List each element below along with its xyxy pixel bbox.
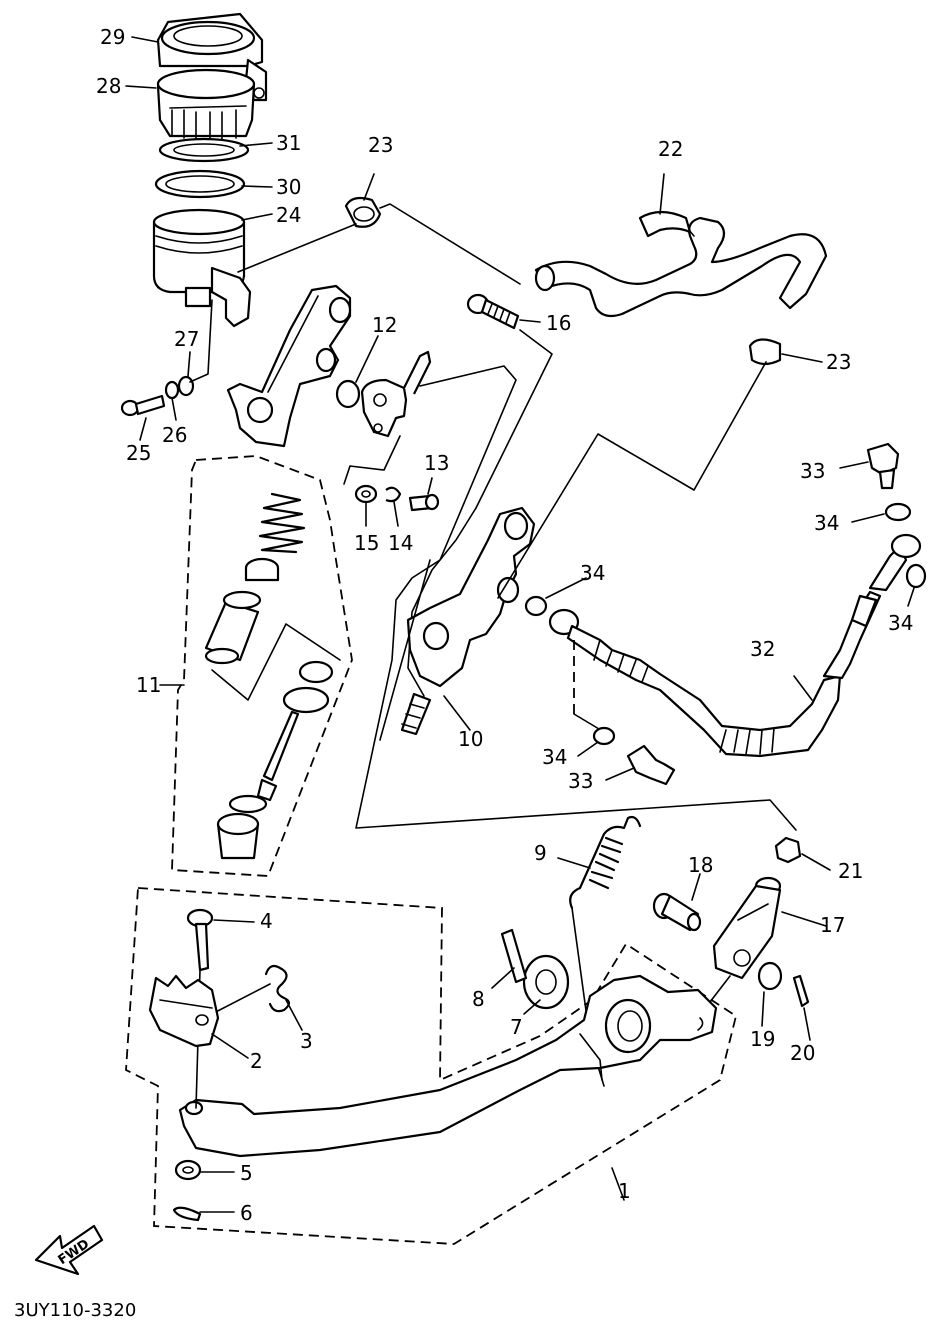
diagram-code: 3UY110-3320 (14, 1300, 136, 1321)
washer-34-c (905, 563, 927, 589)
return-spring-3 (207, 964, 291, 1017)
bolt-13 (408, 493, 440, 512)
cotter-pin-6 (172, 1206, 202, 1222)
callout-34-right-lower: 34 (888, 611, 913, 635)
callout-18: 18 (688, 853, 713, 877)
callout-1: 1 (618, 1179, 631, 1203)
washer-15 (354, 484, 378, 504)
brake-pedal-1 (178, 974, 718, 1158)
washer-34-d (592, 726, 616, 746)
callout-20: 20 (790, 1041, 815, 1065)
reservoir-cap-29 (156, 12, 268, 102)
washer-5 (174, 1159, 202, 1181)
callout-7: 7 (510, 1015, 523, 1039)
callout-34-cylinder: 34 (580, 561, 605, 585)
callout-31: 31 (276, 131, 301, 155)
callout-19: 19 (750, 1027, 775, 1051)
callout-10: 10 (458, 727, 483, 751)
callout-16: 16 (546, 311, 571, 335)
callout-28: 28 (96, 74, 121, 98)
repair-kit-11-box (171, 455, 353, 877)
washer-27 (177, 375, 195, 397)
nut-21 (774, 836, 802, 864)
washer-19 (757, 961, 783, 991)
callout-33-upper: 33 (800, 459, 825, 483)
cotter-pin-8 (500, 928, 528, 984)
pedal-tip-2 (148, 974, 220, 1048)
master-cylinder-10 (400, 506, 536, 736)
callout-4: 4 (260, 909, 273, 933)
callout-34-right-upper: 34 (814, 511, 839, 535)
callout-29: 29 (100, 25, 125, 49)
kit-11-cup (244, 557, 280, 582)
callout-33-lower: 33 (568, 769, 593, 793)
callout-26: 26 (162, 423, 187, 447)
callout-25: 25 (126, 441, 151, 465)
banjo-bolt-33-a (866, 442, 900, 490)
callout-6: 6 (240, 1201, 253, 1225)
pivot-bolt-18 (652, 892, 702, 932)
pivot-pin-4 (186, 908, 214, 972)
master-cylinder-upper-body (226, 284, 352, 448)
callout-2: 2 (250, 1049, 263, 1073)
reservoir-tank-24 (152, 208, 252, 328)
callout-15: 15 (354, 531, 379, 555)
fwd-arrow-icon: FWD (34, 1224, 104, 1276)
bolt-25 (120, 394, 166, 417)
callout-23-upper: 23 (368, 133, 393, 157)
reservoir-ring-30 (154, 169, 246, 199)
callout-23-lower: 23 (826, 350, 851, 374)
cotter-pin-20 (792, 974, 810, 1008)
callout-17: 17 (820, 913, 845, 937)
callout-11: 11 (136, 673, 161, 697)
diaphragm-plate-31 (158, 137, 250, 163)
kit-11-spring (258, 492, 306, 554)
washer-34-a (524, 595, 548, 617)
callout-13: 13 (424, 451, 449, 475)
banjo-bolt-33-b (626, 744, 676, 786)
kit-11-pushrod (256, 686, 330, 802)
callout-21: 21 (838, 859, 863, 883)
clip-14 (385, 486, 402, 503)
o-ring-12 (335, 379, 361, 409)
callout-12: 12 (372, 313, 397, 337)
washer-34-b (884, 502, 912, 522)
clevis-17 (712, 876, 782, 980)
hose-22 (534, 210, 828, 318)
hose-clamp-23-upper (344, 196, 382, 228)
callout-3: 3 (300, 1029, 313, 1053)
callout-8: 8 (472, 987, 485, 1011)
hose-joint-fitting (360, 350, 432, 438)
brake-hose-32 (566, 533, 922, 758)
pedal-assembly-box (125, 887, 738, 1245)
callout-14: 14 (388, 531, 413, 555)
washer-7 (522, 954, 570, 1010)
kit-11-piston (204, 590, 262, 665)
callout-32: 32 (750, 637, 775, 661)
kit-11-boot (216, 794, 268, 860)
washer-26 (164, 380, 180, 400)
kit-11-seal (298, 660, 334, 684)
callout-9: 9 (534, 841, 547, 865)
bolt-16 (466, 293, 520, 330)
callout-22: 22 (658, 137, 683, 161)
callout-5: 5 (240, 1161, 253, 1185)
callout-27: 27 (174, 327, 199, 351)
callout-34-lower: 34 (542, 745, 567, 769)
hose-clamp-23-lower (748, 338, 782, 366)
callout-30: 30 (276, 175, 301, 199)
callout-24: 24 (276, 203, 301, 227)
reservoir-diaphragm-28 (156, 68, 256, 141)
